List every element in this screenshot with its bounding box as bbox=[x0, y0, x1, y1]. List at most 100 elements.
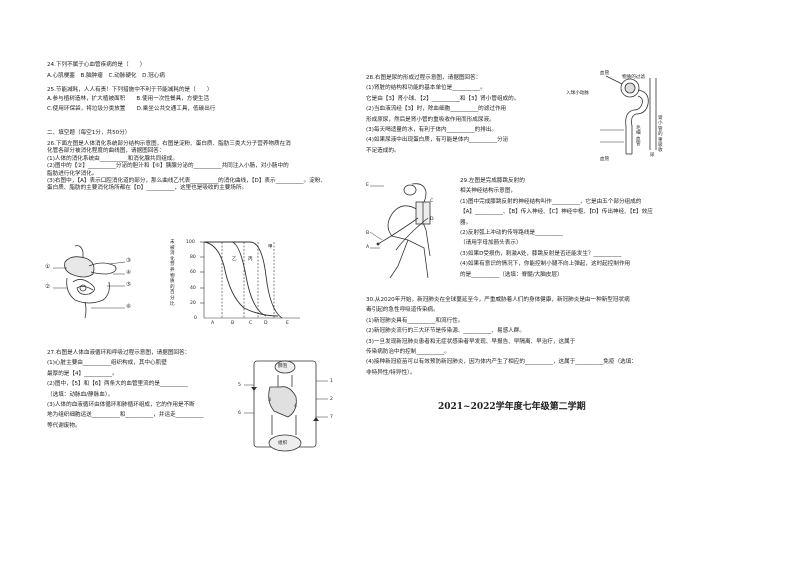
q25-stem: 25.节能减耗，人人有责！下列措施中不利于节能减耗的是（ ） bbox=[47, 87, 213, 93]
q28-line: (3)每天喝适量的水，有利于体内__________的排出。 bbox=[366, 126, 497, 133]
q29-line: 相关神经结构示意图， bbox=[460, 188, 516, 195]
reflex-label: A bbox=[366, 245, 370, 250]
q26-line: (3)右图中，【A】表示口腔消化道的部分，那么曲线乙代表__________的消… bbox=[47, 177, 326, 184]
digestive-system-figure: ① ② ③ ④ ⑤ ⑥ bbox=[45, 244, 155, 322]
section-fill-in-heading: 二、填空题（每空1分，共50分） bbox=[47, 130, 131, 136]
q26-line: 26.下面左图是人体消化系统部分结构示意图，右图是淀粉、蛋白质、脂肪三类大分子营… bbox=[47, 141, 291, 147]
nephron-label: 尿 bbox=[650, 153, 655, 158]
q26-line: 蛋白质、脂肪的主要消化场所都在【D】__________，这里也是吸收的主要场所… bbox=[47, 185, 248, 192]
q28-line: (1)肾脏的结构和功能的基本单位是__________。 bbox=[366, 85, 486, 92]
chart-ytick: 20 bbox=[190, 301, 196, 306]
q29-line: (1)图中完成膝跳反射的神经结构叫作__________，它是由五个部分组成的 bbox=[460, 198, 642, 205]
q29-block: 29.左图是完成膝跳反射的 相关神经结构示意图， (1)图中完成膝跳反射的神经结… bbox=[460, 178, 653, 279]
q29-line: 【A】__________、【B】传入神经、【C】神经中枢、【D】传出神经、【E… bbox=[460, 209, 653, 216]
nephron-label: 血管 bbox=[600, 157, 610, 162]
circulation-number-label: 7 bbox=[330, 415, 333, 420]
figure-label: ⑤ bbox=[126, 282, 132, 288]
q28-line: (4)如果尿液中出现蛋白质，有可能是体内__________分泌 bbox=[366, 137, 509, 144]
q28-block: 28.右图是尿的形成过程示意图，请据图回答： (1)肾脏的结构和功能的基本单位是… bbox=[366, 75, 519, 155]
q30-line: 毒引起的急性呼吸道传染病。 bbox=[366, 307, 439, 314]
chart-ytick: 0 bbox=[194, 316, 197, 321]
chart-ytick: 80 bbox=[190, 255, 196, 260]
q30-line: (1)新冠肺炎具有__________和流行性。 bbox=[366, 317, 464, 324]
q27-line: (1)心脏主要由__________组织构成，其中心肌壁 bbox=[47, 360, 167, 367]
q30-line: (2)新冠肺炎流行的三大环节是传染源、__________、易感人群。 bbox=[366, 328, 525, 335]
reflex-label: D bbox=[430, 217, 434, 222]
q25-block: 25.节能减耗，人人有责！下列措施中不利于节能减耗的是（ ） A.参与植树造林，… bbox=[47, 87, 215, 113]
chart-xtick: C bbox=[249, 321, 253, 326]
chart-xtick: A bbox=[211, 321, 215, 326]
exam-term-footer: 2021~2022学年度七年级第二学期 bbox=[438, 402, 586, 412]
circulation-number-label: 1 bbox=[330, 379, 333, 384]
circulation-label-alveoli: 肺泡 bbox=[278, 364, 288, 369]
q29-line: 的是__________（选填：脊髓/大脑皮层） bbox=[460, 271, 563, 278]
knee-jerk-reflex-figure: A B C D E bbox=[366, 178, 458, 286]
q27-line: (2)图中，【5】和【6】两条大的血管里流的是__________ bbox=[47, 381, 188, 388]
figure-label: ② bbox=[45, 284, 51, 290]
q27-line: (3)人体的血液循环由体循环和肺循环组成，它的作用是不断 bbox=[47, 401, 195, 408]
chart-ytick: 40 bbox=[190, 286, 196, 291]
chart-curve-label: 乙 bbox=[232, 257, 237, 262]
circulation-label-tissue: 组织 bbox=[278, 441, 288, 446]
nephron-label: 物质的过滤 bbox=[622, 75, 645, 80]
q29-line: 器。 bbox=[460, 219, 472, 226]
q29-line: (4)如果有意识的情况下，你能控制小腿不向上弹起，这时起控制作用 bbox=[460, 261, 631, 268]
chart-ytick: 100 bbox=[186, 240, 195, 245]
chart-curve-label: 丙 bbox=[248, 257, 253, 262]
nephron-label: 血管 bbox=[600, 71, 610, 76]
q28-line: (2)当血液流经【3】时，除血细胞__________的滤过作用 bbox=[366, 106, 507, 113]
circulation-number-label: 4 bbox=[294, 404, 297, 409]
figure-label: ④ bbox=[126, 270, 132, 276]
chart-xtick: D bbox=[264, 321, 268, 326]
circulation-number-label: 3 bbox=[268, 398, 271, 403]
q26-line: 脂肪进行化学消化。 bbox=[47, 170, 98, 177]
q29-line: (2)反射弧上冲动的传导路线是__________ bbox=[460, 229, 564, 236]
q25-option-line-2: C.使用环保袋，将垃圾分类放置 D.乘坐公共交通工具，低碳出行 bbox=[47, 105, 216, 112]
q29-line: (3)如果D受损伤，刺激A处，膝跳反射是否还能发生？__________ bbox=[460, 250, 622, 257]
q27-line: 地为组织细胞运送__________和__________，并运走_______… bbox=[47, 412, 204, 419]
figure-label: ③ bbox=[126, 258, 132, 264]
q28-line: 28.右图是尿的形成过程示意图，请据图回答： bbox=[366, 75, 482, 81]
q25-option-line-1: A.参与植树造林，扩大植被面积 B.使用一次性餐具，方便生活 bbox=[47, 96, 210, 103]
figure-label: ① bbox=[45, 264, 51, 270]
reflex-label: B bbox=[366, 231, 370, 236]
q30-line: 非特异性/特异性）。 bbox=[366, 369, 416, 376]
circulation-number-label: 5 bbox=[238, 383, 241, 388]
q27-line: 最厚的是【4】__________。 bbox=[47, 370, 118, 377]
q28-line: 形成原尿，然后是肾小管的重吸收作用而形成尿液。 bbox=[366, 116, 495, 123]
q26-line: 化管各部分被消化程度的曲线图，请据图回答： bbox=[47, 148, 165, 155]
q24-options: A.心肌梗塞 B.脑肿瘤 C.动脉硬化 D.冠心病 bbox=[47, 73, 165, 80]
q30-line: (3)一旦发现新冠肺炎患者和无症状感染者早发现、早报告、早隔离、早治疗，这属于 bbox=[366, 338, 576, 345]
q30-line: 30.从2020年开始，新冠肺炎在全球蔓延至今，严重威胁着人们的身体健康，新冠肺… bbox=[366, 297, 630, 303]
q29-line: 29.左图是完成膝跳反射的 bbox=[460, 178, 525, 184]
nephron-label: 毛细血管 bbox=[636, 126, 641, 148]
q27-line: （选填：动脉血/静脉血）。 bbox=[47, 391, 114, 398]
reflex-label: C bbox=[430, 199, 434, 204]
q28-line: 不足造成的。 bbox=[366, 147, 400, 154]
circulation-number-label: 2 bbox=[330, 397, 333, 402]
nephron-figure: 血管 入球小动脉 物质的过滤 毛细血管 肾小管的重吸收 尿 血管 bbox=[566, 70, 692, 166]
figure-label: ⑥ bbox=[126, 304, 132, 310]
chart-curve-label: 甲 bbox=[268, 245, 273, 250]
chart-xtick: B bbox=[231, 321, 235, 326]
q26-line: (2)图中的【②】__________分泌的胆汁和【⑥】胰腺分泌的_______… bbox=[47, 163, 289, 170]
q26-block: 26.下面左图是人体消化系统部分结构示意图，右图是淀粉、蛋白质、脂肪三类大分子营… bbox=[47, 141, 326, 193]
q29-line: （请用字母加箭头表示） bbox=[460, 240, 522, 247]
digestion-curve-chart: 未被消化营养物质的百分比 100 80 60 40 20 0 A B C D E… bbox=[170, 236, 305, 328]
q27-line: 27.右图是人体血液循环和呼吸过程示意图，请据图回答： bbox=[47, 350, 191, 356]
circulation-number-label: 6 bbox=[238, 411, 241, 416]
q24-block: 24.下列不属于心血管疾病的是（ ） A.心肌梗塞 B.脑肿瘤 C.动脉硬化 D… bbox=[47, 62, 165, 81]
circulation-figure: 肺泡 组织 5 6 1 2 7 3 4 bbox=[232, 357, 340, 459]
q27-line: 等代谢废物。 bbox=[47, 422, 81, 429]
q24-stem: 24.下列不属于心血管疾病的是（ ） bbox=[47, 62, 146, 68]
chart-ylabel: 未被消化营养物质的百分比 bbox=[170, 240, 175, 307]
q30-block: 30.从2020年开始，新冠肺炎在全球蔓延至今，严重威胁着人们的身体健康，新冠肺… bbox=[366, 297, 637, 377]
q28-line: 它是由【3】肾小球、【2】__________和【3】肾小管组成的。 bbox=[366, 95, 520, 102]
chart-ytick: 60 bbox=[190, 270, 196, 275]
q30-line: (4)接种新冠疫苗可以有效预防新冠肺炎，因为体内产生了相应的__________… bbox=[366, 359, 637, 366]
q26-line: (1)人体的消化系统由__________和消化腺共同组成。 bbox=[47, 155, 178, 162]
reflex-label: E bbox=[366, 183, 369, 188]
chart-xtick: E bbox=[286, 321, 289, 326]
nephron-label: 入球小动脉 bbox=[566, 91, 589, 96]
nephron-label: 肾小管的重吸收 bbox=[658, 116, 663, 154]
